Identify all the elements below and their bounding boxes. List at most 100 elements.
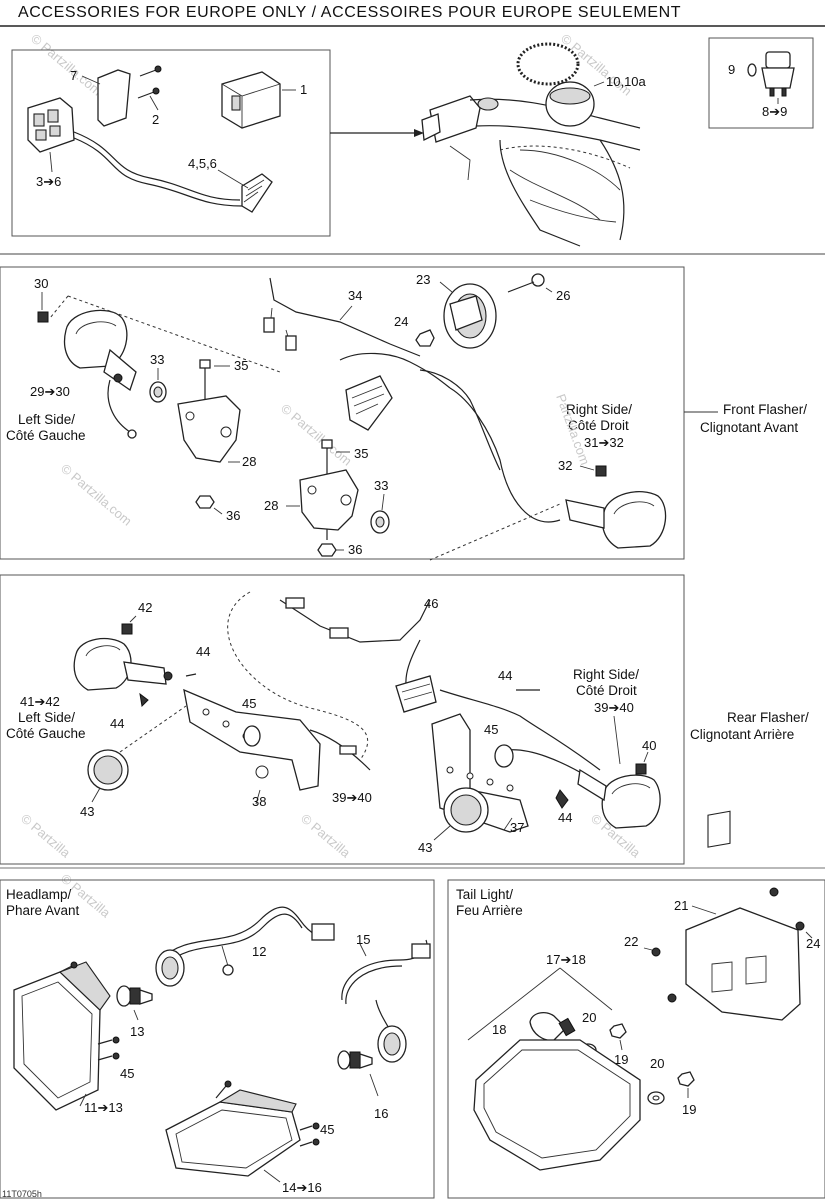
- nut-19b: [677, 1071, 695, 1087]
- control-module-inset: [11, 49, 331, 237]
- tail-light-panel: [447, 879, 825, 1199]
- callout-43b: 43: [418, 840, 432, 855]
- headlamp-left-unit: [13, 961, 111, 1111]
- nut-24: [415, 329, 435, 347]
- rear-left-side-2: Côté Gauche: [6, 726, 86, 741]
- callout-26: 26: [556, 288, 570, 303]
- rocker-switch: [761, 51, 795, 97]
- headlamp-right-unit: [165, 1089, 301, 1177]
- callout-44a: 44: [196, 644, 210, 659]
- rear-bulb-right: [635, 763, 647, 775]
- callout-40: 40: [642, 738, 656, 753]
- callout-29-30: 29➔30: [30, 384, 70, 399]
- headlamp-bulb: [116, 985, 153, 1007]
- right-rear-flasher: [577, 768, 661, 829]
- front-flasher-panel: [0, 266, 685, 560]
- callout-15: 15: [356, 932, 370, 947]
- tail-light-housing: [473, 1039, 641, 1171]
- headlamp-socket: [155, 949, 185, 987]
- callout-32: 32: [558, 458, 572, 473]
- callout-45b: 45: [484, 722, 498, 737]
- relay: [221, 71, 281, 129]
- rear-flasher-title-1: Rear Flasher/: [727, 710, 809, 725]
- flasher-socket: [443, 283, 497, 349]
- callout-16: 16: [374, 1106, 388, 1121]
- tail-light-title-1: Tail Light/: [456, 887, 513, 902]
- front-right-side-2: Côté Droit: [568, 418, 629, 433]
- page-title: ACCESSORIES FOR EUROPE ONLY / ACCESSOIRE…: [18, 4, 681, 21]
- rear-harness-connector: [395, 675, 437, 713]
- callout-2: 2: [152, 112, 159, 127]
- callout-36b: 36: [348, 542, 362, 557]
- callout-39-40b: 39➔40: [594, 700, 634, 715]
- callout-22: 22: [624, 934, 638, 949]
- bezel-ring: [516, 42, 580, 86]
- figure-code: 11T0705h: [2, 1189, 42, 1199]
- nut-left: [195, 495, 215, 509]
- front-left-side-1: Left Side/: [18, 412, 75, 427]
- switch-housing: [27, 97, 75, 153]
- right-front-flasher: [565, 491, 667, 549]
- callout-4-5-6: 4,5,6: [188, 156, 217, 171]
- rear-right-side-2: Côté Droit: [576, 683, 637, 698]
- callout-7: 7: [70, 68, 77, 83]
- mounting-bracket: [97, 69, 131, 127]
- front-flasher-title-2: Clignotant Avant: [700, 420, 798, 435]
- license-bracket: [685, 907, 801, 1021]
- headlamp-bulb-right: [337, 1050, 373, 1070]
- callout-44c: 44: [498, 668, 512, 683]
- callout-39-40a: 39➔40: [332, 790, 372, 805]
- headlamp-title-1: Headlamp/: [6, 887, 72, 902]
- headlamp-panel: [0, 879, 435, 1199]
- callout-45a: 45: [242, 696, 256, 711]
- callout-46: 46: [424, 596, 438, 611]
- tail-light-title-2: Feu Arrière: [456, 903, 523, 918]
- callout-11-13: 11➔13: [84, 1100, 123, 1115]
- rear-left-side-1: Left Side/: [18, 710, 75, 725]
- screw-26: [531, 273, 545, 287]
- bracket-right: [299, 469, 359, 531]
- tail-light-bulb: [529, 1011, 576, 1041]
- callout-20b: 20: [650, 1056, 664, 1071]
- headlamp-connector: [311, 923, 335, 941]
- callout-18: 18: [492, 1022, 506, 1037]
- switch-inset: [708, 37, 814, 129]
- nut-right: [317, 543, 337, 557]
- callout-34: 34: [348, 288, 362, 303]
- callout-42: 42: [138, 600, 152, 615]
- callout-43a: 43: [80, 804, 94, 819]
- svg-text:© Partzilla: © Partzilla: [18, 811, 74, 861]
- bolt-head-left: [199, 359, 211, 369]
- callout-35b: 35: [354, 446, 368, 461]
- nut-19a: [609, 1023, 627, 1039]
- rear-bulb-left: [121, 623, 133, 635]
- callout-35a: 35: [234, 358, 248, 373]
- handlebar-assembly: [421, 95, 641, 247]
- front-harness: [269, 277, 421, 357]
- callout-45d: 45: [320, 1122, 334, 1137]
- svg-text:© Partzilla.com: © Partzilla.com: [28, 31, 105, 99]
- callout-41-42: 41➔42: [20, 694, 60, 709]
- front-left-side-2: Côté Gauche: [6, 428, 86, 443]
- callout-38: 38: [252, 794, 266, 809]
- callout-45c: 45: [120, 1066, 134, 1081]
- callout-8-9: 8➔9: [762, 104, 787, 119]
- svg-text:© Partzilla.com: © Partzilla.com: [278, 401, 355, 469]
- callout-28a: 28: [242, 454, 256, 469]
- callout-24b: 24: [806, 936, 820, 951]
- callout-3-6: 3➔6: [36, 174, 61, 189]
- callout-9: 9: [728, 62, 735, 77]
- callout-10-10a: 10,10a: [606, 74, 647, 89]
- callout-30: 30: [34, 276, 48, 291]
- rear-right-side-1: Right Side/: [573, 667, 639, 682]
- svg-text:© Partzilla.com: © Partzilla.com: [58, 461, 135, 529]
- callout-23: 23: [416, 272, 430, 287]
- flasher-bulb-right: [595, 465, 607, 477]
- callout-19b: 19: [682, 1102, 696, 1117]
- callout-14-16: 14➔16: [282, 1180, 322, 1195]
- callout-21: 21: [674, 898, 688, 913]
- callout-31-32: 31➔32: [584, 435, 624, 450]
- bracket-left: [177, 395, 241, 463]
- callout-12: 12: [252, 944, 266, 959]
